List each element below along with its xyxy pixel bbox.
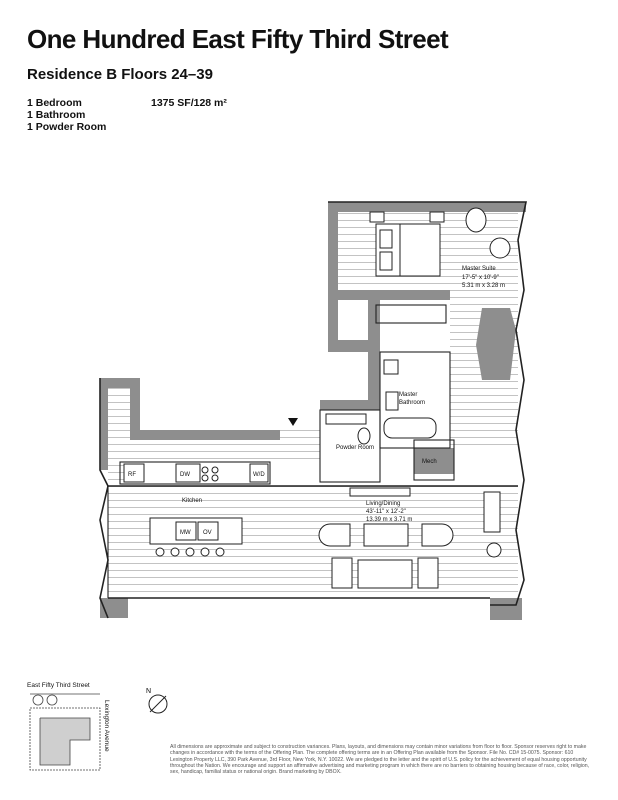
master-suite-dimensions-m: 5.31 m x 3.28 m: [462, 283, 505, 289]
master-bath-label-line1: Master: [399, 392, 417, 398]
residence-subtitle: Residence B Floors 24–39: [27, 66, 213, 83]
living-dining-dimensions-m: 13.39 m x 3.71 m: [366, 517, 412, 523]
key-plan: [29, 693, 101, 771]
master-suite-dimensions-ft: 17'-5" x 10'-9": [462, 275, 499, 281]
bed: [375, 223, 441, 277]
powder-room-count: 1 Powder Room: [27, 121, 107, 133]
dining-table: [318, 523, 454, 547]
dishwasher-label: DW: [180, 472, 190, 478]
north-label: N: [146, 688, 151, 695]
north-arrow: N: [146, 688, 168, 714]
key-plan-street-label: East Fifty Third Street: [27, 682, 90, 689]
bedroom-count: 1 Bedroom: [27, 97, 82, 109]
microwave-label: MW: [180, 530, 191, 536]
mech-label: Mech: [422, 459, 437, 465]
kitchen-island: [149, 517, 243, 557]
bathroom-count: 1 Bathroom: [27, 109, 86, 121]
bedroom-chair: [465, 207, 487, 233]
refrigerator-label: RF: [128, 472, 136, 478]
wall-areas: [100, 202, 526, 620]
exterior-walls: [99, 201, 527, 619]
residence-area: 1375 SF/128 m²: [151, 97, 227, 109]
living-dining-dimensions-ft: 43'-11" x 12'-2": [366, 509, 406, 515]
kitchen-counter: [123, 463, 269, 483]
nightstands: [369, 211, 445, 223]
oven-label: OV: [203, 530, 212, 536]
kitchen-label: Kitchen: [182, 498, 202, 504]
powder-room-label: Powder Room: [336, 445, 374, 451]
legal-disclaimer: All dimensions are approximate and subje…: [170, 744, 590, 776]
sofa-and-tables: [331, 487, 502, 589]
page-title: One Hundred East Fifty Third Street: [27, 24, 449, 54]
residence-specs: 1 Bedroom 1 Bathroom 1 Powder Room: [27, 97, 106, 133]
washer-dryer-label: W/D: [253, 472, 265, 478]
master-bath-fixtures: [383, 359, 437, 439]
entry-marker: [288, 418, 298, 426]
bedroom-ottoman: [489, 237, 511, 259]
powder-room-fixtures: [325, 413, 371, 445]
living-dining-label: Living/Dining: [366, 501, 400, 507]
master-suite-label: Master Suite: [462, 266, 496, 272]
interior-walls: [107, 304, 455, 598]
master-bath-label-line2: Bathroom: [399, 400, 425, 406]
key-plan-avenue-label: Lexington Avenue: [103, 700, 110, 752]
